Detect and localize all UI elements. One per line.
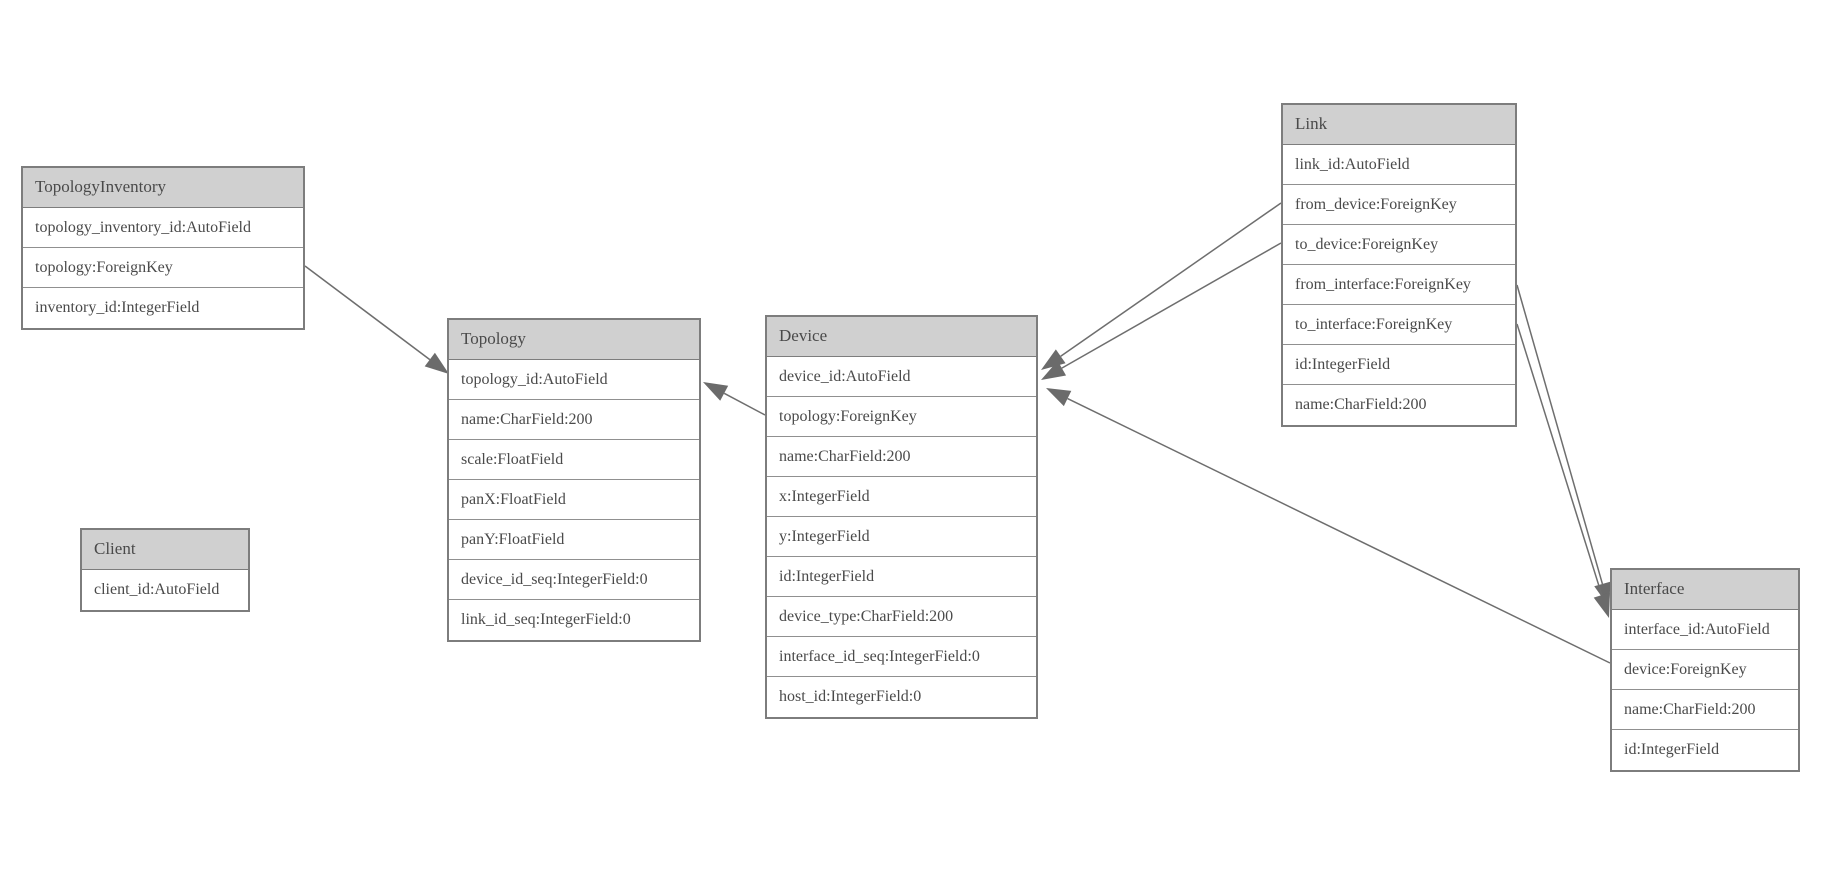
entity-title-interface: Interface	[1612, 570, 1798, 610]
entity-field-row: to_device:ForeignKey	[1283, 225, 1515, 265]
entity-field-row: name:CharField:200	[1612, 690, 1798, 730]
relationship-line-link-to_device-to-device	[1061, 242, 1282, 369]
entity-field-row: topology_id:AutoField	[449, 360, 699, 400]
relationship-arrowhead-link-to_interface	[1593, 592, 1610, 618]
entity-field-row: client_id:AutoField	[82, 570, 248, 610]
relationship-arrowhead-link-to_device	[1041, 360, 1067, 380]
relationship-arrowhead-topologyinventory-topology	[424, 352, 449, 374]
entity-field-row: topology:ForeignKey	[23, 248, 303, 288]
entity-field-row: from_device:ForeignKey	[1283, 185, 1515, 225]
entity-field-row: id:IntegerField	[1612, 730, 1798, 770]
entity-field-row: device_type:CharField:200	[767, 597, 1036, 637]
entity-title-device: Device	[767, 317, 1036, 357]
relationship-arrowhead-interface-device	[1046, 388, 1072, 407]
entity-field-row: topology:ForeignKey	[767, 397, 1036, 437]
entity-field-row: y:IntegerField	[767, 517, 1036, 557]
entity-field-row: host_id:IntegerField:0	[767, 677, 1036, 717]
relationship-line-interface-device-to-device	[1067, 397, 1611, 664]
relationship-line-topologyinventory-topology-to-topology	[304, 265, 431, 361]
entity-field-row: panY:FloatField	[449, 520, 699, 560]
entity-field-row: id:IntegerField	[1283, 345, 1515, 385]
relationship-line-link-from_interface-to-interface	[1516, 284, 1604, 585]
relationship-line-device-topology-to-topology	[723, 392, 766, 416]
entity-field-row: name:CharField:200	[767, 437, 1036, 477]
entity-field-row: device_id:AutoField	[767, 357, 1036, 397]
entity-field-row: name:CharField:200	[1283, 385, 1515, 425]
entity-field-row: name:CharField:200	[449, 400, 699, 440]
entity-field-row: id:IntegerField	[767, 557, 1036, 597]
entity-title-topologyinventory: TopologyInventory	[23, 168, 303, 208]
entity-field-row: interface_id:AutoField	[1612, 610, 1798, 650]
entity-field-row: x:IntegerField	[767, 477, 1036, 517]
entity-field-row: to_interface:ForeignKey	[1283, 305, 1515, 345]
entity-title-link: Link	[1283, 105, 1515, 145]
entity-field-row: scale:FloatField	[449, 440, 699, 480]
entity-title-client: Client	[82, 530, 248, 570]
entity-field-row: device_id_seq:IntegerField:0	[449, 560, 699, 600]
entity-field-row: inventory_id:IntegerField	[23, 288, 303, 328]
entity-title-topology: Topology	[449, 320, 699, 360]
relationship-line-link-from_device-to-device	[1060, 202, 1282, 357]
entity-field-row: link_id_seq:IntegerField:0	[449, 600, 699, 640]
entity-field-row: topology_inventory_id:AutoField	[23, 208, 303, 248]
entity-field-row: from_interface:ForeignKey	[1283, 265, 1515, 305]
entity-field-row: panX:FloatField	[449, 480, 699, 520]
relationship-arrowhead-device-topology	[703, 382, 729, 401]
entity-field-row: device:ForeignKey	[1612, 650, 1798, 690]
entity-field-row: interface_id_seq:IntegerField:0	[767, 637, 1036, 677]
entity-field-row: link_id:AutoField	[1283, 145, 1515, 185]
relationship-line-link-to_interface-to-interface	[1516, 323, 1603, 596]
